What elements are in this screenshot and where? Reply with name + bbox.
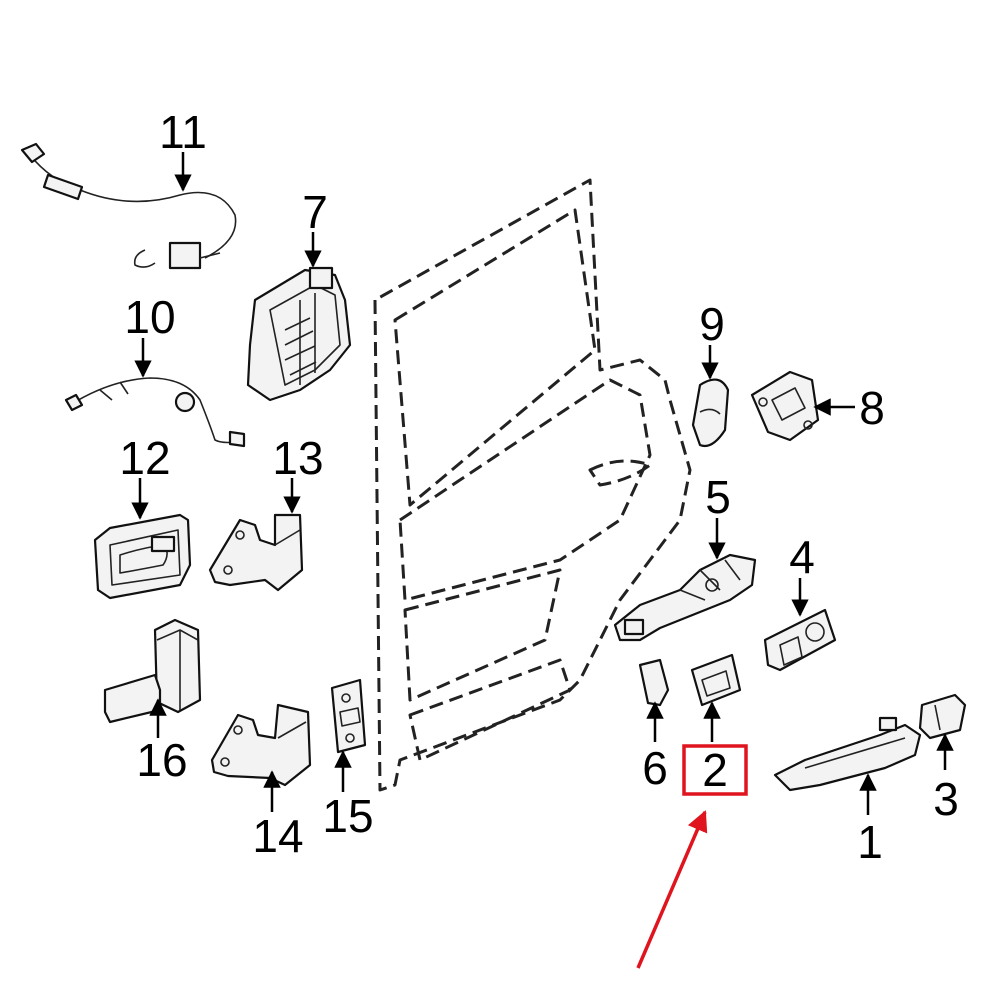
part-9-cover	[691, 378, 730, 448]
callout-1: 1	[857, 816, 883, 868]
part-8-striker	[750, 370, 820, 442]
callout-9: 9	[699, 298, 725, 350]
callout-labels: 11 7 10 12 13 16 14 15 9 8 5 4 6 2 1 3	[119, 106, 958, 868]
part-1-outer-handle	[773, 716, 922, 792]
callout-16: 16	[136, 734, 187, 786]
callout-4: 4	[789, 531, 815, 583]
callout-6: 6	[642, 742, 668, 794]
callout-11: 11	[159, 106, 207, 158]
part-10-cable	[64, 377, 246, 448]
part-16-door-check	[103, 618, 202, 724]
callout-2: 2	[702, 744, 728, 796]
part-5-handle-frame	[613, 553, 757, 642]
highlight-box-part-2	[682, 744, 748, 796]
callout-15: 15	[322, 790, 373, 842]
callout-5: 5	[705, 471, 731, 523]
part-2-gasket	[690, 653, 742, 707]
callout-13: 13	[272, 432, 323, 484]
part-4-gasket	[763, 608, 837, 672]
part-15-striker-plate	[330, 678, 367, 754]
part-7-door-lock-actuator	[246, 266, 352, 402]
door-outline	[373, 178, 692, 792]
callout-3: 3	[933, 773, 959, 825]
part-12-inner-handle	[93, 513, 192, 600]
part-3-cap	[918, 693, 967, 740]
part-11-cable	[20, 142, 237, 270]
callout-8: 8	[859, 382, 885, 434]
part-13-hinge	[208, 513, 304, 592]
callout-10: 10	[124, 291, 175, 343]
part-14-hinge	[210, 703, 312, 787]
callout-14: 14	[252, 810, 303, 862]
part-6-pad	[638, 658, 670, 707]
callout-12: 12	[119, 432, 170, 484]
leader-arrows	[131, 152, 954, 815]
highlight-arrow	[636, 810, 708, 969]
callout-7: 7	[302, 186, 328, 238]
